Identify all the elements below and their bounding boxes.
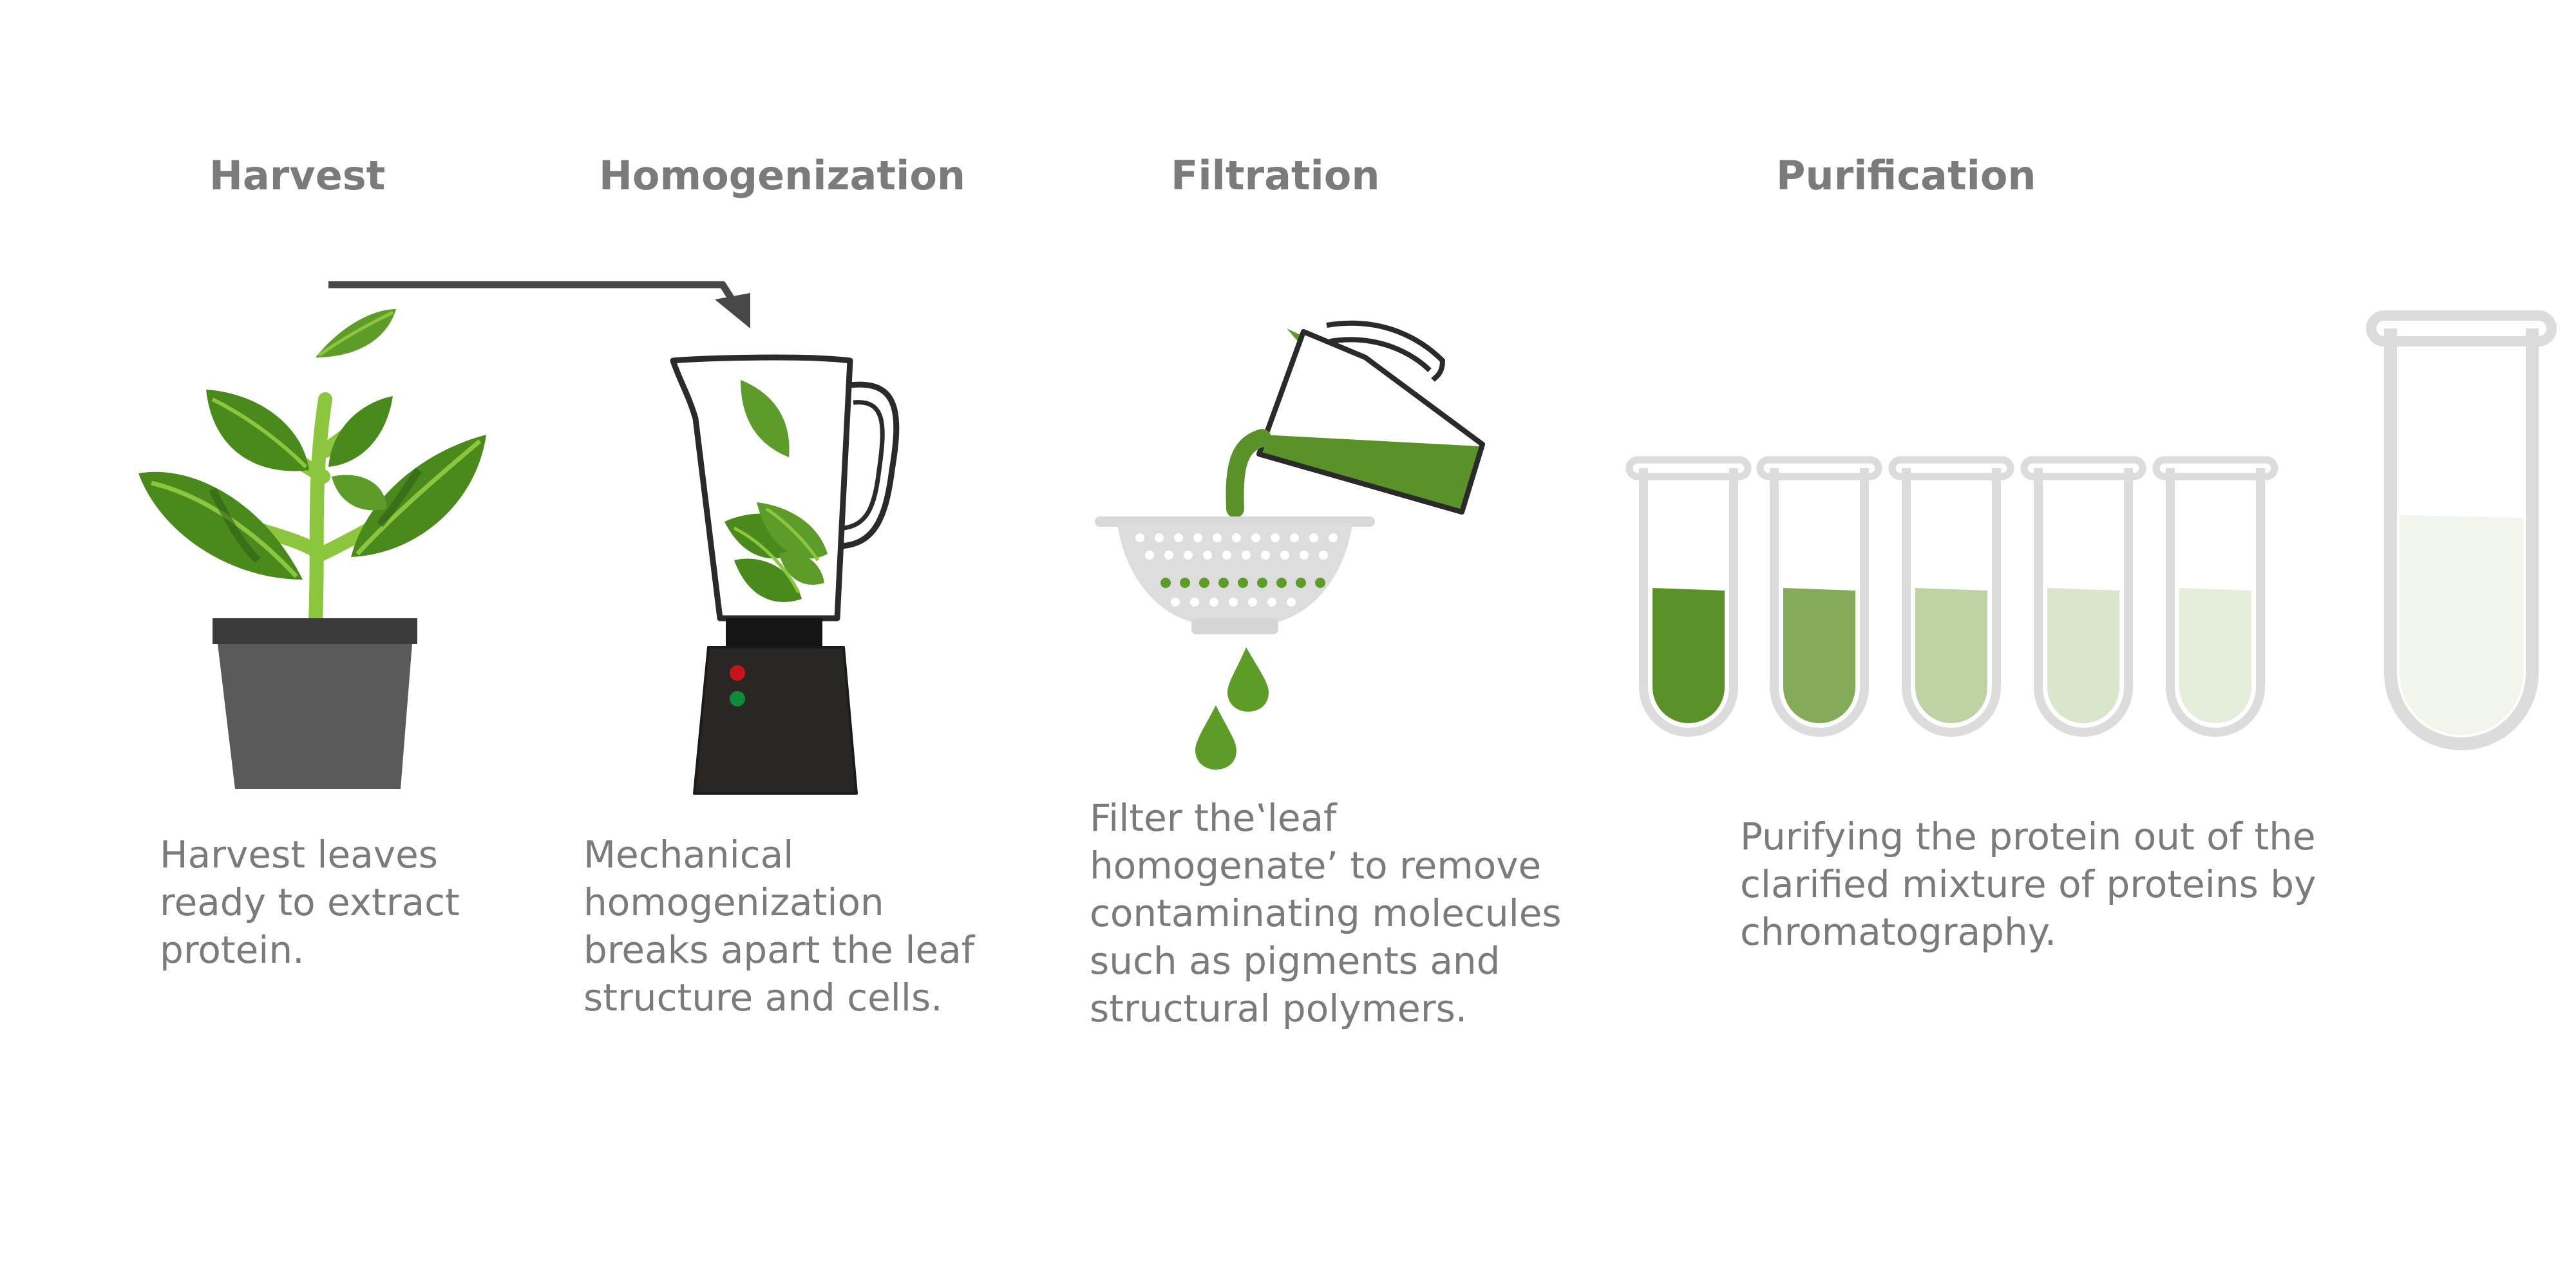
tube-rim bbox=[2020, 456, 2146, 480]
tube-rim bbox=[2366, 310, 2557, 346]
tube-liquid bbox=[2047, 588, 2119, 723]
step-title-filtration: Filtration bbox=[1171, 152, 1380, 199]
description-line: homogenization bbox=[583, 880, 884, 924]
description-line: Filter the‛leaf bbox=[1090, 796, 1337, 840]
description-line: homogenate’ to remove bbox=[1090, 844, 1542, 887]
tube-liquid bbox=[1915, 588, 1987, 723]
test-tube-3 bbox=[1888, 456, 2014, 737]
description-line: contaminating molecules bbox=[1090, 891, 1562, 935]
description-line: ready to extract bbox=[160, 880, 460, 924]
test-tube-5 bbox=[2152, 456, 2278, 737]
tube-glass bbox=[1902, 468, 2001, 737]
step-description-filtration: Filter the‛leaf homogenate’ to remove co… bbox=[1090, 794, 1562, 1032]
tube-liquid bbox=[1783, 588, 1855, 723]
step-title-harvest: Harvest bbox=[209, 152, 386, 199]
step-title-purification: Purification bbox=[1776, 152, 2036, 199]
test-tube-4 bbox=[2020, 456, 2146, 737]
test-tube-1 bbox=[1625, 456, 1752, 737]
test-tube-6 bbox=[2366, 310, 2557, 750]
step-description-purification: Purifying the protein out of the clarifi… bbox=[1740, 813, 2316, 956]
tube-glass bbox=[2034, 468, 2133, 737]
description-line: Harvest leaves bbox=[160, 833, 438, 876]
description-line: such as pigments and bbox=[1090, 939, 1501, 983]
tube-rim bbox=[1625, 456, 1752, 480]
description-line: protein. bbox=[160, 928, 305, 972]
description-line: breaks apart the leaf bbox=[583, 928, 975, 972]
colander-pitcher-icon bbox=[1095, 320, 1485, 770]
test-tube-2 bbox=[1756, 456, 1882, 737]
step-description-harvest: Harvest leaves ready to extract protein. bbox=[160, 831, 460, 974]
tube-glass bbox=[1639, 468, 1738, 737]
step-description-homogenization: Mechanical homogenization breaks apart t… bbox=[583, 831, 974, 1021]
tube-glass bbox=[1770, 468, 1869, 737]
tube-rim bbox=[1888, 456, 2014, 480]
potted-plant-icon bbox=[138, 309, 486, 789]
tube-liquid bbox=[2179, 588, 2251, 723]
blender-icon bbox=[670, 354, 900, 795]
description-line: chromatography. bbox=[1740, 910, 2057, 954]
tube-liquid bbox=[2400, 515, 2523, 735]
step-title-homogenization: Homogenization bbox=[599, 152, 966, 199]
description-line: clarified mixture of proteins by bbox=[1740, 862, 2316, 906]
tube-rim bbox=[2152, 456, 2278, 480]
description-line: structural polymers. bbox=[1090, 987, 1468, 1030]
description-line: Mechanical bbox=[583, 833, 794, 876]
tube-rim bbox=[1756, 456, 1882, 480]
process-arrow-icon bbox=[328, 281, 750, 328]
tube-glass bbox=[2166, 468, 2265, 737]
description-line: structure and cells. bbox=[583, 976, 943, 1019]
tube-glass bbox=[2384, 328, 2539, 750]
description-line: Purifying the protein out of the bbox=[1740, 815, 2316, 858]
tube-liquid bbox=[1653, 588, 1725, 723]
